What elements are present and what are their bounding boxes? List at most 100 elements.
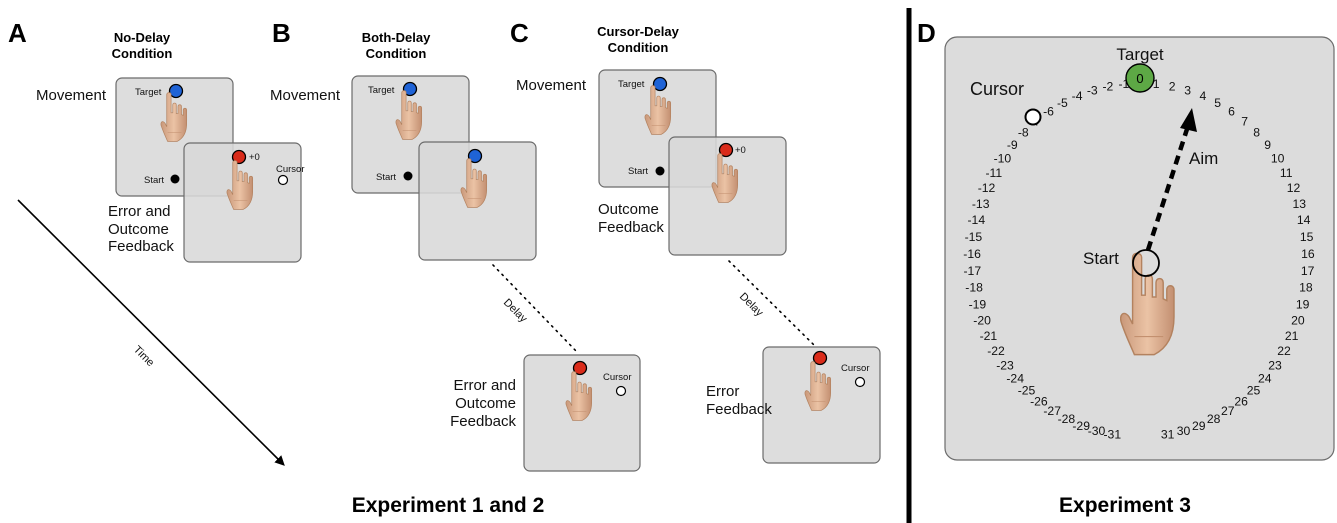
movement-label-c: Movement [516,77,587,94]
feedback-label-b-line2: Outcome [455,395,516,412]
panel-letter-d: D [917,18,936,48]
condition-title-c-line2: Condition [608,40,669,55]
panel-letter-b: B [272,18,291,48]
panel-letter-a: A [8,18,27,48]
delay-line-c [728,260,815,346]
target-label-b: Target [368,85,395,96]
clock-number-pos-14: 14 [1297,213,1311,227]
clock-number-pos-13: 13 [1293,197,1307,211]
clock-number-pos-17: 17 [1301,264,1315,278]
target-label-d: Target [1116,45,1164,64]
delay-line-b [492,264,578,353]
time-arrow [17,199,285,466]
outcome-label-c-line2: Feedback [598,219,664,236]
clock-number-pos-28: 28 [1207,412,1221,426]
clock-number-pos-24: 24 [1258,371,1272,385]
feedback-label-a-line3: Feedback [108,238,174,255]
clock-number-neg-14: -14 [967,213,985,227]
clock-number-neg-18: -18 [965,281,983,295]
clock-number-neg-4: -4 [1072,89,1083,103]
clock-number-neg-17: -17 [963,264,981,278]
clock-number-pos-9: 9 [1264,138,1271,152]
clock-number-pos-18: 18 [1299,281,1313,295]
clock-number-neg-31: -31 [1103,428,1121,442]
clock-number-neg-28: -28 [1058,412,1076,426]
target-dot-a [168,83,184,99]
target-number-d: 0 [1136,71,1143,86]
clock-number-pos-4: 4 [1200,89,1207,103]
aim-arrow-head [1180,108,1197,132]
clock-number-pos-30: 30 [1177,424,1191,438]
clock-number-neg-9: -9 [1007,138,1018,152]
panel-letter-c: C [510,18,529,48]
start-label-c: Start [628,166,648,177]
panel-a: A No-Delay Condition Movement Target Sta… [8,18,305,466]
clock-number-neg-11: -11 [985,166,1002,180]
clock-number-pos-6: 6 [1228,105,1235,119]
time-label: Time [131,344,156,369]
clock-number-pos-8: 8 [1253,126,1260,140]
footer-experiment-3: Experiment 3 [1059,494,1191,517]
clock-number-neg-10: -10 [994,152,1012,166]
clock-number-pos-27: 27 [1221,404,1235,418]
cursor-feedback-dot-b [615,385,627,397]
clock-card-d [944,36,1335,461]
clock-number-neg-2: -2 [1102,79,1113,93]
clock-number-neg-27: -27 [1043,404,1061,418]
cursor-label-c: Cursor [841,363,870,374]
target-label-c: Target [618,79,645,90]
clock-number-neg-8: -8 [1018,126,1029,140]
cursor-label-d: Cursor [970,79,1024,99]
delay-label-c: Delay [737,291,766,320]
target-circle-d [1125,63,1155,93]
clock-number-pos-23: 23 [1268,358,1282,372]
delay-label-b: Delay [501,297,530,326]
cursor-label-a: Cursor [276,164,305,175]
clock-number-pos-2: 2 [1169,79,1176,93]
score-label-c: +0 [735,145,746,156]
clock-number-pos-29: 29 [1192,419,1206,433]
clock-number-neg-16: -16 [963,247,981,261]
score-label-a: +0 [249,152,260,163]
clock-number-neg-20: -20 [973,314,991,328]
error-label-c-line2: Feedback [706,401,772,418]
clock-number-pos-15: 15 [1300,230,1314,244]
clock-number-neg-29: -29 [1072,419,1090,433]
clock-number-neg-5: -5 [1057,96,1068,110]
aim-label-d: Aim [1189,149,1218,168]
condition-title-a-line1: No-Delay [114,30,171,45]
clock-number-pos-7: 7 [1241,115,1248,129]
start-circle-d [1132,249,1160,277]
clock-number-pos-12: 12 [1287,181,1301,195]
clock-number-pos-31: 31 [1161,428,1175,442]
clock-number-pos-21: 21 [1285,329,1299,343]
cursor-dot-c [718,142,734,158]
cursor-label-b: Cursor [603,372,632,383]
cursor-dot-c2 [812,350,828,366]
start-label-b: Start [376,172,396,183]
panel-c: C Cursor-Delay Condition Movement Target… [510,18,881,464]
footer-experiment-1-2: Experiment 1 and 2 [352,494,545,517]
clock-number-pos-19: 19 [1296,297,1310,311]
cursor-dot-a [231,149,247,165]
clock-number-neg-24: -24 [1006,371,1024,385]
clock-number-pos-11: 11 [1280,166,1293,180]
start-dot-b [403,171,413,181]
start-label-d: Start [1083,249,1119,268]
clock-number-pos-1: 1 [1153,77,1160,91]
error-label-c-line1: Error [706,383,739,400]
clock-number-neg-21: -21 [980,329,998,343]
clock-number-neg-19: -19 [969,297,987,311]
clock-number-neg-30: -30 [1088,424,1106,438]
clock-number-neg-23: -23 [996,358,1014,372]
cursor-feedback-dot-c [854,376,866,388]
target-dot-b [402,81,418,97]
movement-label-b: Movement [270,87,341,104]
feedback-label-b-line1: Error and [453,377,516,394]
clock-number-neg-25: -25 [1018,384,1036,398]
cursor-dot-b [572,360,588,376]
target-dot-c [652,76,668,92]
